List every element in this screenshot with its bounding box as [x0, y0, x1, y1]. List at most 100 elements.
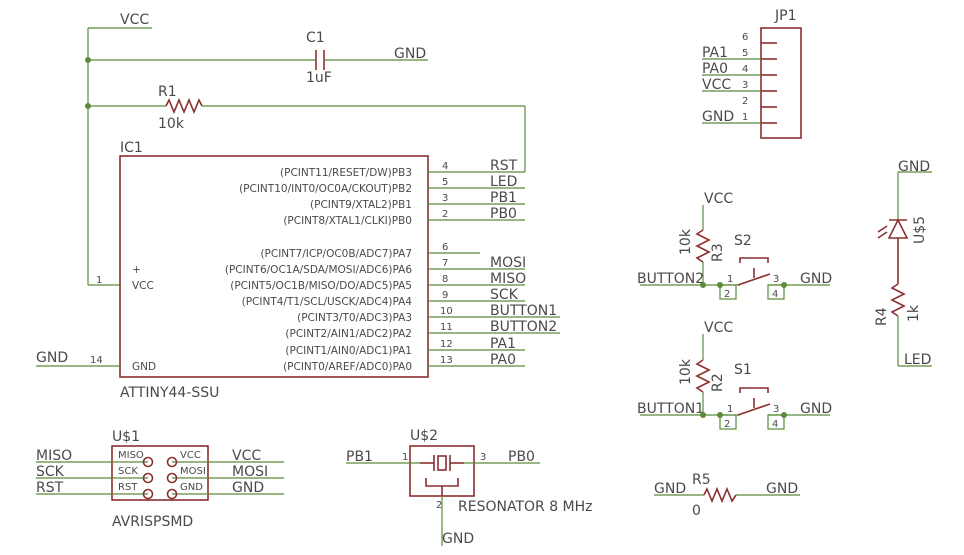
net-label-rst: RST [490, 158, 518, 174]
net-label-pb0: PB0 [490, 206, 517, 222]
ic1-pin-label: (PCINT8/XTAL1/CLKI)PB0 [283, 215, 412, 227]
led-u5[interactable]: GND U$5 R4 1k LED [874, 159, 932, 368]
s2-name: S2 [734, 233, 752, 249]
ic1-name: IC1 [120, 140, 143, 156]
isp-net-gnd: GND [232, 480, 264, 496]
led-name: U$5 [912, 216, 928, 244]
s1-p2: 2 [724, 419, 730, 430]
jp1-name: JP1 [774, 8, 796, 24]
ic1-attiny44[interactable]: IC1 ATTINY44-SSU + VCC 1 GND 14 GND [36, 140, 429, 401]
net-label-pa1: PA1 [490, 336, 516, 352]
s1-r-name: R2 [710, 373, 726, 392]
isp-pin: RST [118, 482, 138, 493]
res-p2: 2 [436, 500, 442, 511]
ic1-pin-label: (PCINT5/OC1B/MISO/DO/ADC5)PA5 [230, 280, 412, 292]
ic1-pin-num: 13 [440, 355, 453, 366]
res-name: U$2 [410, 428, 438, 444]
r4-value: 1k [906, 304, 922, 322]
net-label-miso: MISO [490, 271, 526, 287]
header-jp1[interactable]: JP1 6 5 4 3 2 1 PA1 PA0 VCC GND [702, 8, 802, 139]
isp-pin: MOSI [180, 466, 206, 477]
jp1-pin-num: 2 [742, 96, 748, 107]
jp1-pin-num: 6 [742, 32, 748, 43]
ic1-pin-label: (PCINT4/T1/SCL/USCK/ADC4)PA4 [242, 296, 413, 308]
ic1-pin-label: (PCINT2/AIN1/ADC2)PA2 [285, 328, 412, 340]
s1-net: BUTTON1 [637, 401, 704, 417]
res-gnd: GND [442, 531, 474, 547]
ic1-pin-num: 12 [440, 339, 453, 350]
ic1-part: ATTINY44-SSU [120, 385, 219, 401]
jp1-pin-num: 4 [742, 64, 748, 75]
s1-p1: 1 [727, 404, 733, 415]
ic1-pin-num: 10 [440, 306, 453, 317]
jp1-net-pa0: PA0 [702, 61, 728, 77]
resistor-r1[interactable]: R1 10k [88, 84, 526, 172]
r4-name: R4 [874, 307, 890, 326]
jp1-pin-num: 1 [742, 112, 748, 123]
resonator-u2[interactable]: U$2 PB1 PB0 1 3 2 RESONATOR 8 MHz GND [346, 428, 593, 547]
r5-net-right: GND [766, 481, 798, 497]
isp-pin: VCC [180, 450, 201, 461]
isp-name: U$1 [112, 429, 140, 445]
net-label-button1: BUTTON1 [490, 303, 557, 319]
led-net: LED [904, 352, 931, 368]
r1-name: R1 [158, 84, 177, 100]
isp-pin: SCK [118, 466, 138, 477]
ic1-pin-label: (PCINT7/ICP/OC0B/ADC7)PA7 [260, 248, 412, 260]
s1-gnd: GND [800, 401, 832, 417]
s2-net: BUTTON2 [637, 271, 704, 287]
s2-p1: 1 [727, 274, 733, 285]
jp1-net-vcc: VCC [702, 77, 731, 93]
s2-p4: 4 [772, 289, 778, 300]
ic1-pin-num: 5 [442, 177, 448, 188]
ic1-vcc-pin: VCC [132, 280, 154, 292]
res-net-pb0: PB0 [508, 449, 535, 465]
s1-p3: 3 [773, 404, 779, 415]
isp-header-u1[interactable]: U$1 AVRISPSMD MISO SCK RST VCC MOSI GND … [36, 429, 284, 530]
s2-r-name: R3 [710, 243, 726, 262]
ic1-pin-num: 8 [442, 274, 448, 285]
net-label-mosi: MOSI [490, 255, 526, 271]
s2-gnd: GND [800, 271, 832, 287]
net-label-gnd-ic: GND [36, 350, 68, 366]
res-net-pb1: PB1 [346, 449, 373, 465]
s1-vcc: VCC [704, 320, 733, 336]
s2-p2: 2 [724, 289, 730, 300]
capacitor-c1[interactable]: C1 1uF GND [88, 30, 428, 86]
r5-name: R5 [692, 472, 711, 488]
ic1-gnd-pin: GND [132, 361, 156, 373]
switch-s2[interactable]: VCC 10k R3 BUTTON2 S2 1 2 3 4 GND [637, 191, 832, 300]
net-label-sck: SCK [490, 287, 519, 303]
r1-value: 10k [158, 116, 185, 132]
net-label-vcc: VCC [120, 12, 149, 28]
ic1-vcc-pin-num: 1 [96, 275, 102, 286]
isp-net-sck: SCK [36, 464, 65, 480]
jp1-pin-num: 5 [742, 48, 748, 59]
jp1-net-gnd: GND [702, 109, 734, 125]
net-label-led: LED [490, 174, 517, 190]
ic1-plus: + [132, 264, 141, 276]
ic1-pin-numbers: 4 5 3 2 6 7 8 9 10 11 12 13 [440, 161, 453, 366]
s2-vcc: VCC [704, 191, 733, 207]
res-p1: 1 [402, 452, 408, 463]
net-label-pb1: PB1 [490, 190, 517, 206]
switch-s1[interactable]: VCC 10k R2 BUTTON1 S1 1 2 3 4 GND [637, 320, 832, 430]
ic1-pin-num: 3 [442, 193, 448, 204]
net-label-button2: BUTTON2 [490, 319, 557, 335]
ic1-pin-labels: (PCINT11/RESET/DW)PB3 (PCINT10/INT0/OC0A… [225, 167, 412, 373]
isp-pin: MISO [118, 450, 144, 461]
isp-part: AVRISPSMD [112, 514, 193, 530]
vcc-rail: VCC [85, 12, 152, 286]
resistor-r5[interactable]: GND GND R5 0 [654, 472, 800, 519]
isp-net-mosi: MOSI [232, 464, 268, 480]
ic1-pin-label: (PCINT0/AREF/ADC0)PA0 [283, 361, 412, 373]
junction-dot [700, 282, 706, 288]
res-part: RESONATOR 8 MHz [458, 499, 593, 515]
isp-net-miso: MISO [36, 448, 72, 464]
net-label-pa0: PA0 [490, 352, 516, 368]
s1-name: S1 [734, 362, 752, 378]
jp1-net-pa1: PA1 [702, 45, 728, 61]
jp1-pin-num: 3 [742, 80, 748, 91]
isp-net-rst: RST [36, 480, 64, 496]
